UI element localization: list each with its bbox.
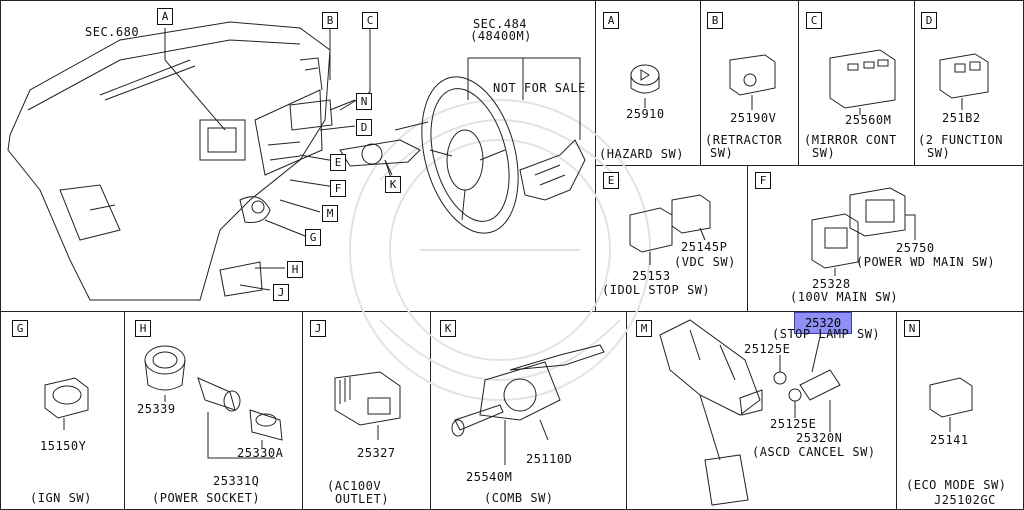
power-window-and-100v-switch-drawing [811, 187, 916, 276]
callout-f: F [330, 180, 346, 197]
panel-m-letter: M [636, 320, 652, 337]
panel-n-letter: N [904, 320, 920, 337]
callout-b: B [322, 12, 338, 29]
panel-g-part-number: 15150Y [40, 439, 87, 453]
callout-m: M [322, 205, 338, 222]
panel-f-100v-part-number: 25328 [812, 277, 851, 291]
panel-f-100v-name: (100V MAIN SW) [790, 290, 899, 304]
grid-line [430, 311, 431, 510]
power-socket-drawing [144, 345, 283, 459]
panel-e-vdc-part-number: 25145P [681, 240, 728, 254]
panel-h-part-25330a: 25330A [237, 446, 284, 460]
panel-j-name-line2: OUTLET) [335, 492, 390, 506]
panel-a-letter: A [603, 12, 619, 29]
grid-line [595, 0, 596, 311]
callout-e: E [330, 154, 346, 171]
panel-e-letter: E [603, 172, 619, 189]
panel-e-idle-stop-part-number: 25153 [632, 269, 671, 283]
dashboard-drawing [7, 21, 429, 301]
grid-line [914, 0, 915, 165]
panel-a-part-number: 25910 [626, 107, 665, 121]
grid-line [0, 311, 1024, 312]
ac100v-outlet-drawing [334, 371, 401, 440]
panel-h-letter: H [135, 320, 151, 337]
grid-line [626, 311, 627, 510]
two-function-switch-drawing [939, 53, 989, 110]
grid-line [747, 165, 748, 311]
grid-line [302, 311, 303, 510]
grid-line [124, 311, 125, 510]
panel-g-letter: G [12, 320, 28, 337]
hazard-switch-drawing [630, 64, 660, 108]
panel-j-letter: J [310, 320, 326, 337]
panel-n-part-number: 25141 [930, 433, 969, 447]
panel-b-name-line1: (RETRACTOR [705, 133, 783, 147]
panel-k-letter: K [440, 320, 456, 337]
diagram-code: J25102GC [934, 493, 996, 507]
panel-c-part-number: 25560M [845, 113, 892, 127]
sec-484-part-number: (48400M) [470, 29, 532, 43]
grid-line [896, 311, 897, 510]
grid-line [798, 0, 799, 165]
panel-k-comb-part-number: 25540M [466, 470, 513, 484]
sec-484-label: SEC.484 [472, 17, 528, 31]
panel-e-idle-stop-name: (IDOL STOP SW) [602, 283, 711, 297]
panel-g-name: (IGN SW) [30, 491, 92, 505]
callout-d: D [356, 119, 372, 136]
ignition-switch-drawing [44, 377, 89, 430]
panel-m-part-25125e-upper: 25125E [744, 342, 791, 356]
watermark [349, 99, 651, 401]
leader-lines [164, 28, 393, 291]
callout-c: C [362, 12, 378, 29]
retractor-switch-drawing [729, 54, 776, 110]
callout-h: H [287, 261, 303, 278]
stop-lamp-switch-part-highlight[interactable]: 25320 [794, 312, 852, 334]
panel-f-power-wd-part-number: 25750 [896, 241, 935, 255]
panel-j-part-number: 25327 [357, 446, 396, 460]
panel-h-part-25339: 25339 [137, 402, 176, 416]
panel-m-part-25125e-lower: 25125E [770, 417, 817, 431]
panel-d-part-number: 251B2 [942, 111, 981, 125]
panel-k-name: (COMB SW) [484, 491, 554, 505]
steering-wheel-drawing [421, 57, 586, 234]
callout-n: N [356, 93, 372, 110]
callout-k: K [385, 176, 401, 193]
panel-j-name-line1: (AC100V [327, 479, 382, 493]
panel-f-power-wd-name: (POWER WD MAIN SW) [856, 255, 996, 269]
sec-680-label: SEC.680 [85, 25, 140, 39]
callout-g: G [305, 229, 321, 246]
eco-mode-switch-drawing [929, 377, 973, 432]
panel-f-letter: F [755, 172, 771, 189]
combination-switch-drawing [451, 344, 605, 465]
callout-j: J [273, 284, 289, 301]
panel-c-name-line1: (MIRROR CONT [804, 133, 897, 147]
panel-a-name: (HAZARD SW) [599, 147, 684, 161]
panel-c-name-line2: SW) [812, 146, 836, 160]
panel-h-part-25331q: 25331Q [213, 474, 260, 488]
panel-m-ascd-cancel-name: (ASCD CANCEL SW) [752, 445, 876, 459]
not-for-sale-label: NOT FOR SALE [493, 81, 586, 95]
panel-d-name-line1: (2 FUNCTION [918, 133, 1003, 147]
panel-b-letter: B [707, 12, 723, 29]
panel-d-name-line2: SW) [927, 146, 951, 160]
brake-pedal-drawing [659, 319, 841, 506]
grid-line [595, 165, 1024, 166]
panel-b-part-number: 25190V [730, 111, 777, 125]
vdc-and-idle-stop-switch-drawing [629, 194, 711, 265]
panel-m-stop-lamp-name: (STOP LAMP SW) [772, 327, 881, 341]
panel-n-name: (ECO MODE SW) [906, 478, 1007, 492]
callout-a: A [157, 8, 173, 25]
panel-h-name: (POWER SOCKET) [152, 491, 261, 505]
panel-m-part-25320n: 25320N [796, 431, 843, 445]
grid-line [700, 0, 701, 165]
mirror-control-switch-drawing [829, 49, 896, 115]
panel-d-letter: D [921, 12, 937, 29]
panel-c-letter: C [806, 12, 822, 29]
panel-k-bolt-part-number: 25110D [526, 452, 573, 466]
panel-b-name-line2: SW) [710, 146, 734, 160]
panel-e-vdc-name: (VDC SW) [674, 255, 736, 269]
